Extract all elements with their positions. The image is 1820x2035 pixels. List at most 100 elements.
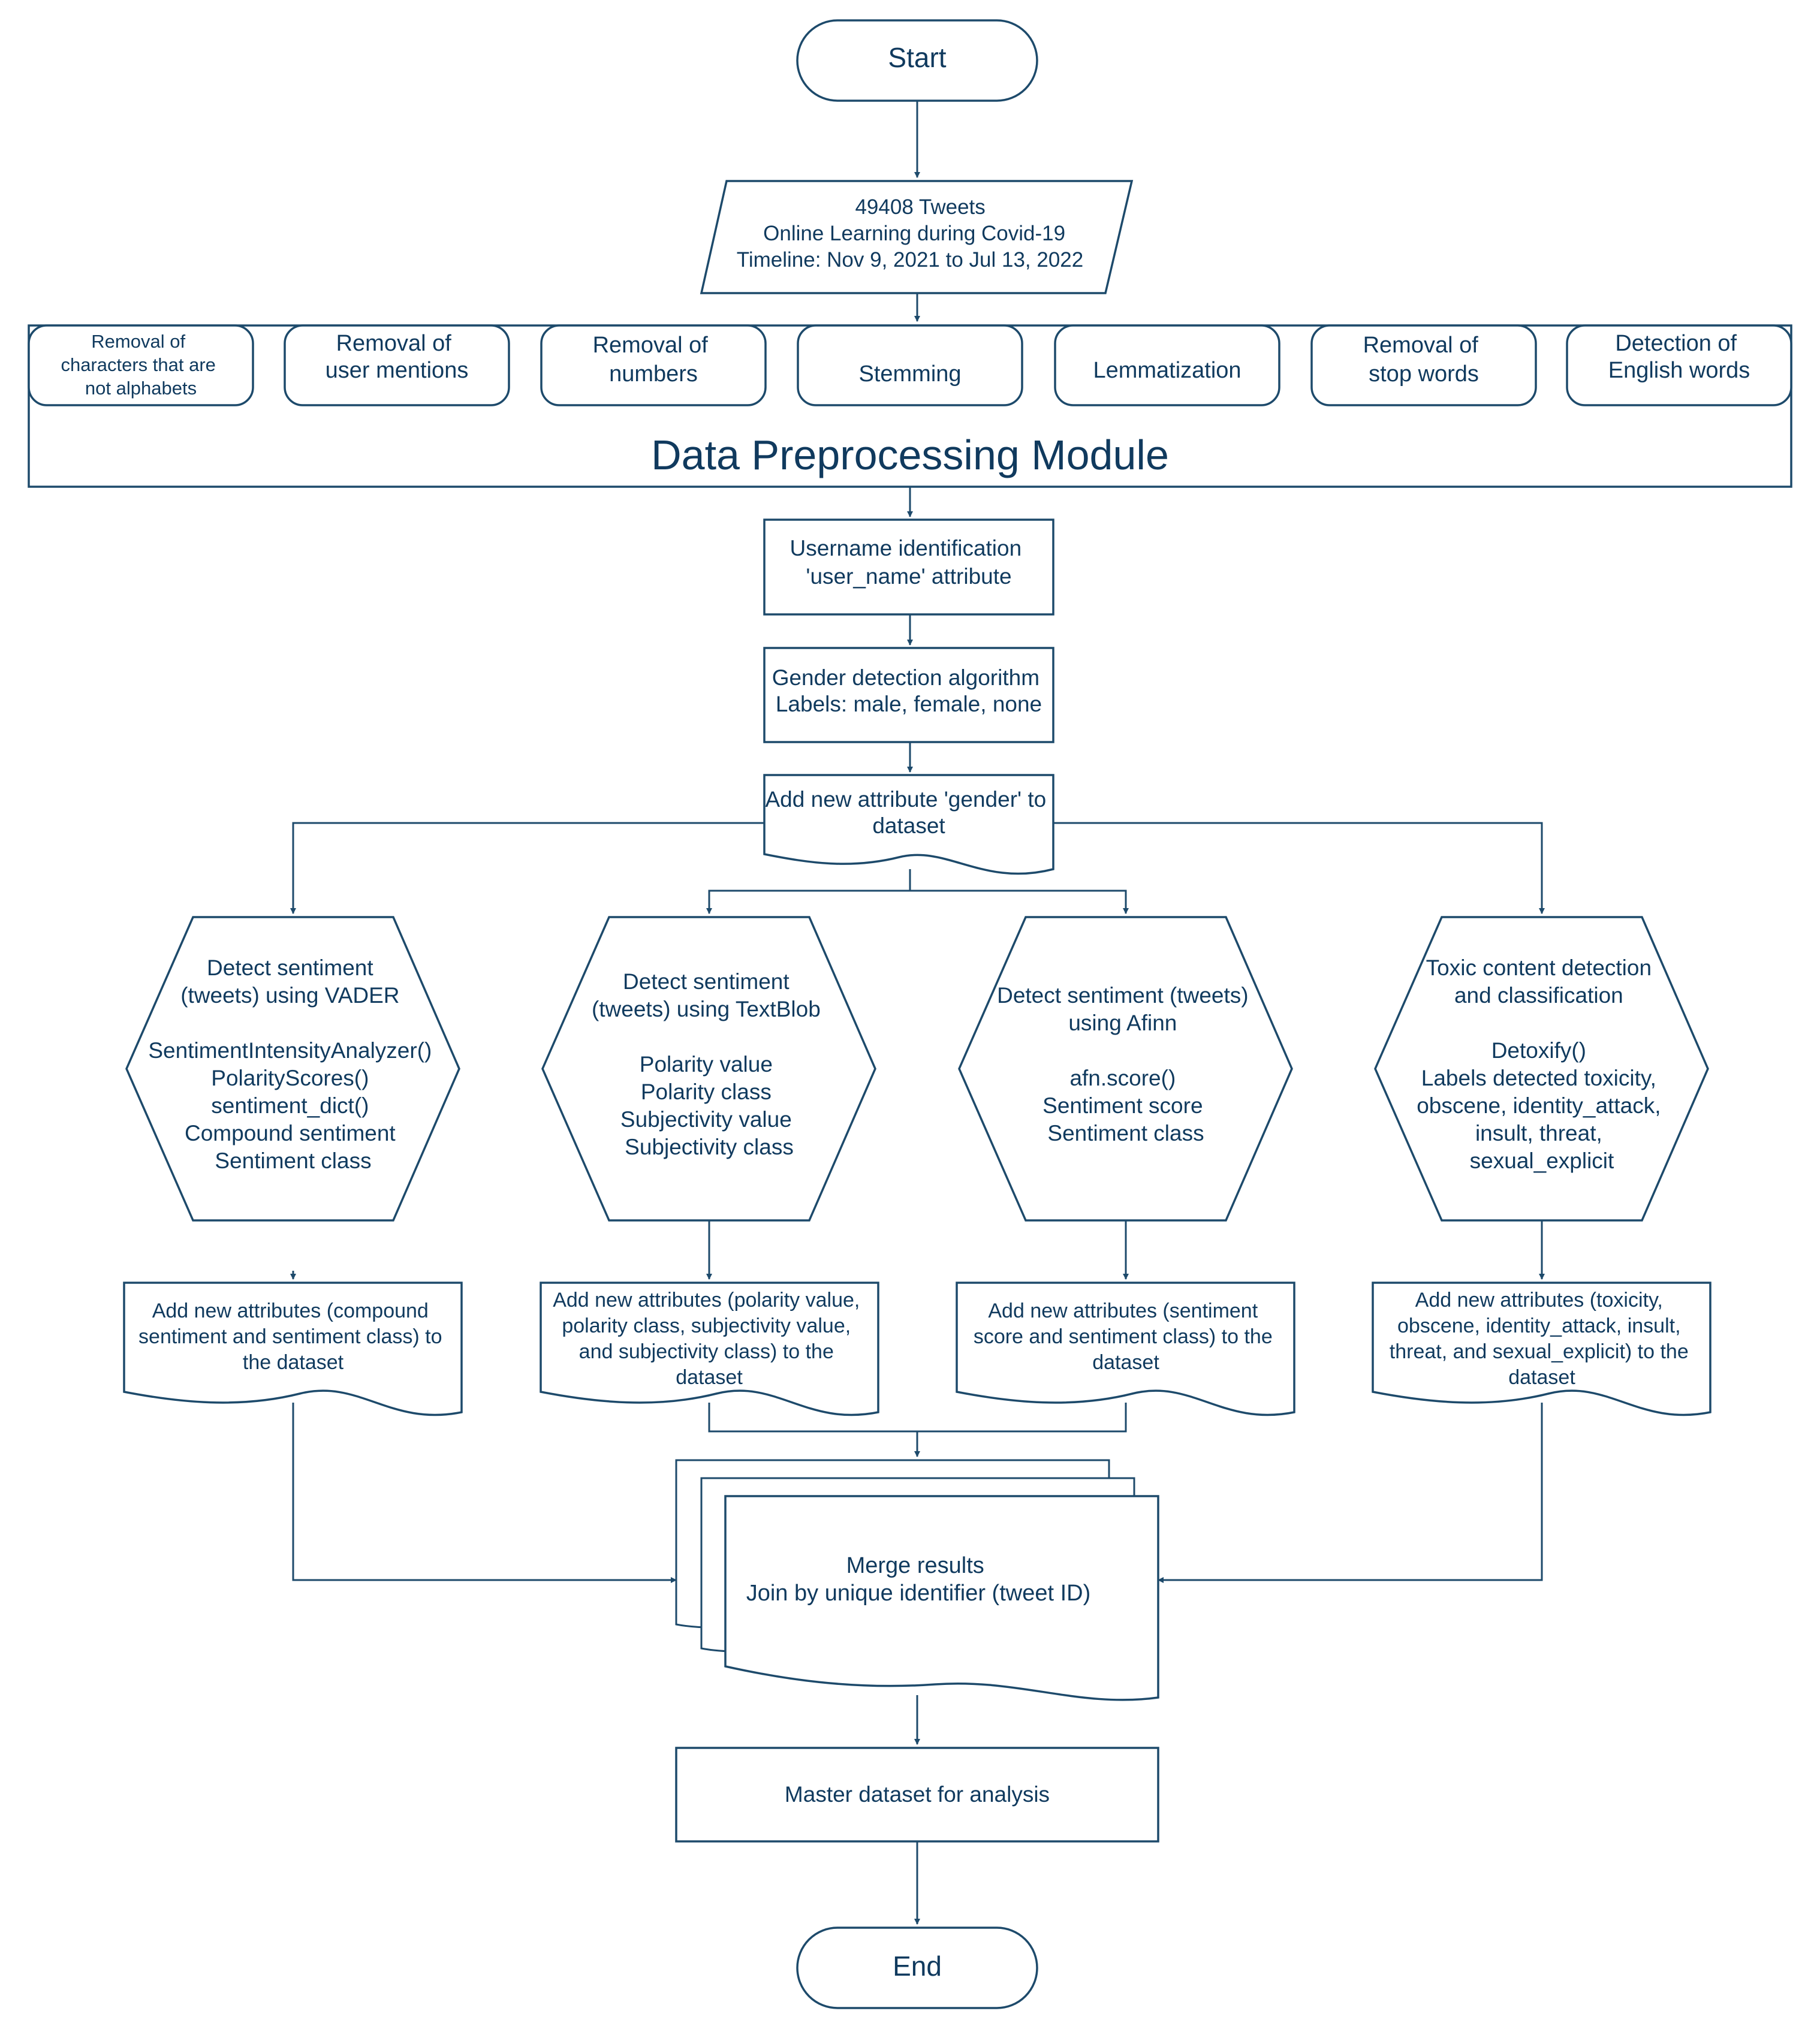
step-line: Lemmatization: [1093, 358, 1241, 383]
input-line: Online Learning during Covid-19: [763, 222, 1065, 245]
edge-vader-merge: [292, 1403, 677, 1583]
analyzer-textblob: Detect sentiment (tweets) using TextBlob…: [541, 916, 876, 1222]
hex-line: Detect sentiment: [207, 955, 373, 980]
box-line: 'user_name' attribute: [806, 564, 1011, 589]
hex-line: using Afinn: [1068, 1011, 1177, 1035]
doc-line: and subjectivity class) to the: [579, 1340, 834, 1363]
hex-line: Polarity value: [640, 1052, 773, 1077]
connectors: [290, 101, 1545, 1925]
box-line: Gender detection algorithm: [772, 665, 1039, 690]
gender-algorithm-text: Gender detection algorithm Labels: male,…: [772, 665, 1046, 716]
doc-line: Add new attributes (sentiment: [988, 1300, 1258, 1322]
box-line: dataset: [872, 813, 945, 838]
edge-genderattr-vader: [290, 822, 764, 914]
doc-line: polarity class, subjectivity value,: [562, 1315, 851, 1337]
step-line: not alphabets: [85, 378, 197, 399]
hex-line: obscene, identity_attack,: [1417, 1093, 1661, 1118]
analyzer-toxic: Toxic content detection and classificati…: [1374, 916, 1709, 1222]
hex-line: SentimentIntensityAnalyzer(): [148, 1038, 432, 1063]
analyzer-vader: Detect sentiment (tweets) using VADER Se…: [125, 916, 460, 1222]
step-line: English words: [1608, 358, 1750, 383]
output-toxic: Add new attributes (toxicity, obscene, i…: [1372, 1282, 1711, 1416]
step-lemmatization: Lemmatization: [1054, 324, 1280, 406]
step-line: numbers: [609, 361, 698, 387]
step-line: stop words: [1369, 361, 1479, 387]
input-node: 49408 Tweets Online Learning during Covi…: [700, 180, 1134, 294]
step-label: Removal of numbers: [593, 333, 715, 387]
hex-line: (tweets) using TextBlob: [592, 997, 821, 1021]
step-line: Removal of: [336, 331, 452, 356]
gender-attribute-node: Add new attribute 'gender' to dataset: [763, 774, 1054, 875]
step-line: characters that are: [61, 354, 215, 375]
step-remove-stopwords: Removal of stop words: [1310, 324, 1537, 406]
step-remove-numbers: Removal of numbers: [540, 324, 767, 406]
output-afinn: Add new attributes (sentiment score and …: [956, 1282, 1295, 1416]
hex-line: sentiment_dict(): [211, 1093, 369, 1118]
hex-line: Labels detected toxicity,: [1421, 1066, 1656, 1090]
doc-line: Add new attributes (compound: [152, 1300, 429, 1322]
master-dataset-label: Master dataset for analysis: [785, 1782, 1050, 1807]
hex-line: sexual_explicit: [1470, 1148, 1614, 1173]
edge-split-textblob: [706, 890, 910, 914]
box-line: Username identification: [790, 536, 1022, 560]
module-title: Data Preprocessing Module: [651, 432, 1169, 478]
start-label: Start: [888, 42, 946, 73]
input-line: Timeline: Nov 9, 2021 to Jul 13, 2022: [737, 248, 1084, 272]
hex-line: Subjectivity value: [620, 1107, 792, 1132]
doc-line: obscene, identity_attack, insult,: [1397, 1315, 1681, 1337]
output-textblob: Add new attributes (polarity value, pola…: [540, 1282, 879, 1416]
step-line: Removal of: [593, 333, 709, 358]
doc-line: score and sentiment class) to the: [974, 1325, 1273, 1348]
output-text: Add new attributes (toxicity, obscene, i…: [1390, 1289, 1694, 1389]
hex-line: afn.score(): [1069, 1066, 1176, 1090]
merge-node: Merge results Join by unique identifier …: [675, 1459, 1159, 1701]
step-line: Stemming: [858, 361, 961, 387]
doc-line: threat, and sexual_explicit) to the: [1390, 1340, 1689, 1363]
analyzer-text: Toxic content detection and classificati…: [1417, 955, 1667, 1173]
preprocessing-module: Data Preprocessing Module Removal of cha…: [28, 324, 1792, 488]
gender-algorithm-node: Gender detection algorithm Labels: male,…: [763, 647, 1054, 743]
merge-line: Merge results: [846, 1553, 984, 1578]
box-line: Add new attribute 'gender' to: [766, 787, 1047, 812]
hex-line: Polarity class: [641, 1080, 772, 1104]
username-node: Username identification 'user_name' attr…: [763, 518, 1054, 616]
end-node: End: [796, 1927, 1038, 2009]
step-detect-english: Detection of English words: [1566, 324, 1792, 406]
output-text: Add new attributes (polarity value, pola…: [553, 1289, 866, 1389]
edge-textblob-afinn-join: [708, 1403, 1127, 1433]
doc-line: Add new attributes (polarity value,: [553, 1289, 860, 1312]
hex-line: Detect sentiment (tweets): [997, 983, 1248, 1008]
gender-attribute-text: Add new attribute 'gender' to dataset: [766, 787, 1053, 838]
step-label: Stemming: [858, 361, 961, 387]
hex-line: (tweets) using VADER: [180, 983, 399, 1008]
output-text: Add new attributes (sentiment score and …: [974, 1300, 1278, 1374]
output-text: Add new attributes (compound sentiment a…: [138, 1300, 448, 1374]
step-line: user mentions: [326, 358, 469, 383]
start-node: Start: [796, 19, 1038, 102]
username-text: Username identification 'user_name' attr…: [790, 536, 1028, 589]
edge-split-afinn: [910, 890, 1129, 914]
hex-line: Sentiment score: [1042, 1093, 1203, 1118]
hex-line: Toxic content detection: [1426, 955, 1652, 980]
doc-line: dataset: [1508, 1366, 1575, 1389]
edge-genderattr-toxic: [1054, 822, 1545, 914]
hex-line: Compound sentiment: [185, 1121, 396, 1145]
edge-toxic-merge: [1158, 1403, 1543, 1583]
analyzer-text: Detect sentiment (tweets) using Afinn af…: [997, 983, 1255, 1145]
merge-text: Merge results Join by unique identifier …: [746, 1553, 1091, 1606]
step-line: Removal of: [1363, 333, 1479, 358]
doc-line: the dataset: [243, 1351, 344, 1374]
step-remove-mentions: Removal of user mentions: [284, 324, 510, 406]
hex-line: PolarityScores(): [211, 1066, 369, 1090]
step-label: Removal of user mentions: [326, 331, 469, 383]
doc-line: dataset: [1092, 1351, 1159, 1374]
input-text: 49408 Tweets Online Learning during Covi…: [737, 195, 1084, 272]
step-label: Removal of stop words: [1363, 333, 1485, 387]
hex-line: and classification: [1454, 983, 1623, 1008]
analyzer-text: Detect sentiment (tweets) using TextBlob…: [592, 969, 827, 1159]
input-line: 49408 Tweets: [855, 195, 985, 219]
hex-line: Sentiment class: [1047, 1121, 1204, 1145]
step-line: Detection of: [1615, 331, 1737, 356]
end-label: End: [893, 1950, 942, 1982]
